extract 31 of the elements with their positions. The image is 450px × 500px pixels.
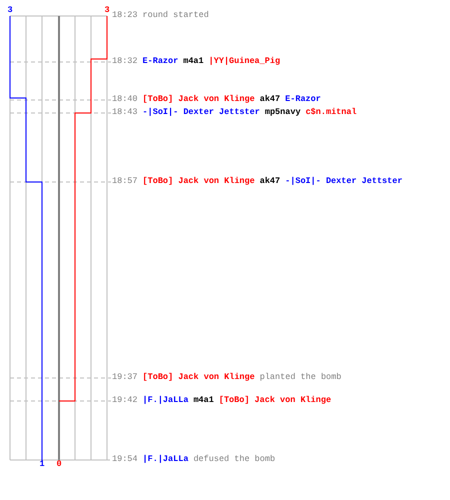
event-text: |YY|Guinea_Pig [208,57,280,66]
event-text: |F.|JaLLa [142,396,188,404]
score-label: 3 [104,6,110,14]
event-text: [ToBo] Jack von Klinge [142,373,255,382]
event-text: |F.|JaLLa [142,455,188,464]
event-text: round started [142,11,209,20]
event-text: c$n.mitnal [306,108,357,116]
event-text: m4a1 [193,396,214,404]
event-text: m4a1 [183,57,204,66]
event-text: [ToBo] Jack von Klinge [218,396,332,404]
event-text: ak47 [260,95,280,104]
event-text: 19:37 [112,373,138,382]
event-text: ak47 [260,177,280,186]
event-text: 18:23 [112,11,138,20]
event-text: 18:57 [112,177,138,186]
score-label: 3 [7,6,13,14]
event-text: 19:54 [112,455,138,464]
event-text: planted the bomb [260,373,342,382]
event-text: -|SoI|- Dexter Jettster [142,108,260,116]
event-text: 18:40 [112,95,138,104]
event-text: mp5navy [264,108,301,116]
event-text: defused the bomb [193,455,276,464]
event-text: E-Razor [285,95,321,104]
event-text: 18:32 [112,57,138,66]
score-label: 0 [56,460,62,468]
event-text: -|SoI|- Dexter Jettster [285,177,402,186]
event-text: [ToBo] Jack von Klinge [142,177,255,186]
event-text: 19:42 [112,396,138,404]
event-text: [ToBo] Jack von Klinge [142,95,255,104]
event-text: E-Razor [142,57,178,66]
event-text: 18:43 [112,108,138,116]
